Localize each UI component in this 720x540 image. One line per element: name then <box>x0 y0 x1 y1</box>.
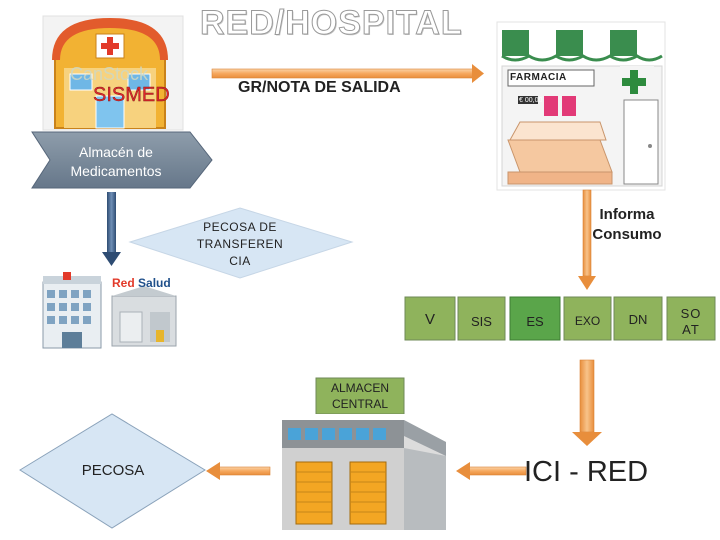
pharmacy-sign: FARMACIA <box>510 72 567 83</box>
ici-down-arrow <box>572 359 602 446</box>
warehouse-to-pecosa-arrow <box>206 462 271 480</box>
category-box-exo <box>563 296 612 341</box>
pharmacy-icon <box>496 21 666 191</box>
category-box-v <box>404 296 456 341</box>
pharmacy-price: € 00,00 <box>519 97 543 104</box>
category-label-exo: EXO <box>574 314 601 328</box>
pecosa-shape <box>19 413 206 529</box>
red-salud-brand-red: Red <box>112 276 135 290</box>
category-box-soat <box>666 296 716 341</box>
watermark-text: CanStock <box>70 64 149 84</box>
category-label-sis: SIS <box>471 314 492 329</box>
page-title: RED/HOSPITAL <box>200 4 463 43</box>
red-salud-brand: Red Salud <box>112 276 171 290</box>
blue-down-arrow <box>102 192 121 266</box>
hospital-icon <box>42 15 184 131</box>
salida-arrow <box>211 64 484 83</box>
ici-to-warehouse-arrow <box>456 462 527 480</box>
category-label-dn: DN <box>628 312 648 327</box>
almacen-medicamentos-label: Almacén de Medicamentos <box>70 144 162 179</box>
category-label-es: ES <box>526 314 544 329</box>
pecosa-label: PECOSA <box>81 462 145 479</box>
category-label-soat: SO AT <box>680 306 702 337</box>
salida-label: GR/NOTA DE SALIDA <box>238 79 401 96</box>
category-boxes <box>404 296 716 341</box>
informe-label: Informa Consumo <box>592 206 662 243</box>
warehouse-icon <box>278 414 450 540</box>
almacen-central-label: ALMACEN CENTRAL <box>330 381 389 411</box>
ici-red-label: ICI - RED <box>524 456 649 488</box>
pecosa-transferencia-label: PECOSA DE TRANSFEREN CIA <box>196 220 284 268</box>
sismed-label: SISMED <box>93 84 170 106</box>
category-label-v: V <box>424 311 435 328</box>
informe-arrow <box>578 189 596 290</box>
category-box-sis <box>457 296 506 341</box>
red-salud-brand-blue: Salud <box>138 276 171 290</box>
red-salud-icon <box>40 270 180 350</box>
almacen-medicamentos-shape <box>31 131 213 189</box>
category-box-dn <box>613 296 663 341</box>
category-box-es <box>509 296 561 341</box>
pecosa-transferencia-shape <box>128 207 354 279</box>
